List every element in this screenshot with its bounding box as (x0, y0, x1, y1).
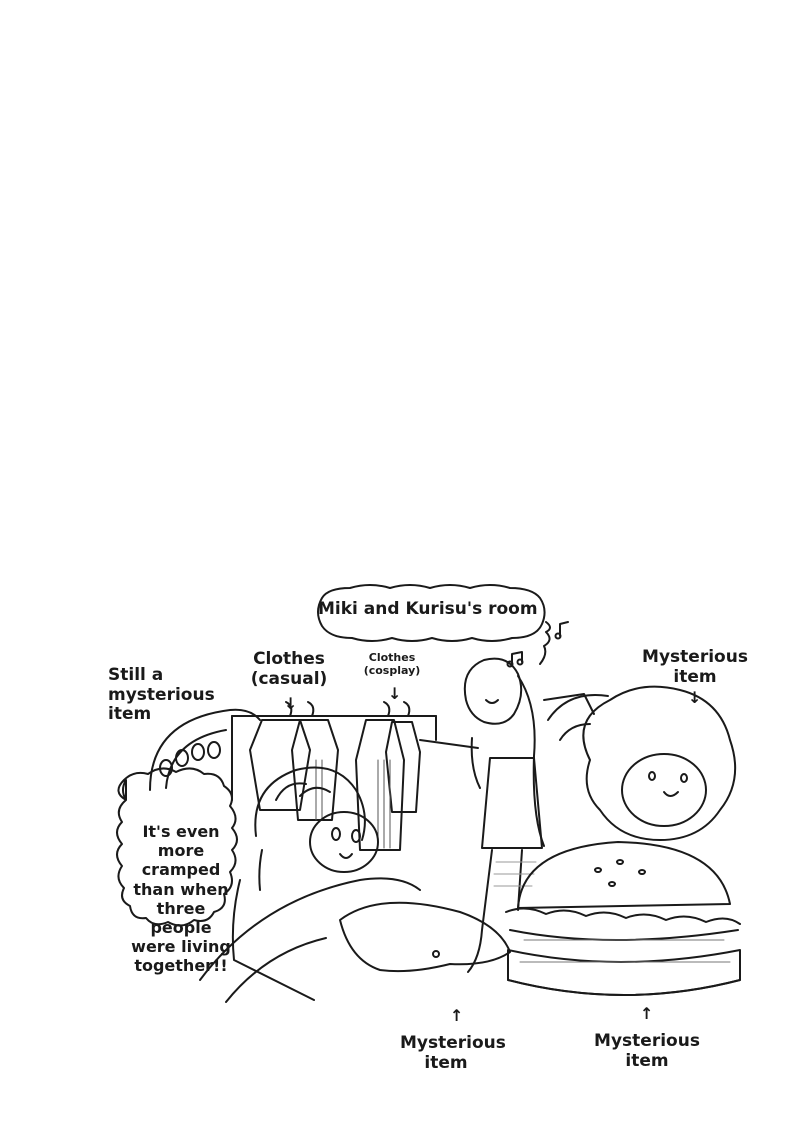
clothes-cosplay-line-1: Clothes (368, 651, 416, 664)
still-mysterious-item-label: Still a mysterious item (108, 665, 220, 725)
round-decoration (149, 708, 261, 791)
myst-bottom-1-line-2: item (424, 1052, 468, 1073)
hamburger-plushie (505, 841, 741, 996)
clothes-casual-line-2: (casual) (250, 668, 328, 689)
clothes-casual-line-1: Clothes (253, 649, 325, 669)
girl-standing (419, 657, 545, 973)
myst-right-line-1: Mysterious (642, 647, 748, 667)
cramped-bubble (116, 767, 238, 927)
arrow-down-icon: ↓ (388, 684, 402, 703)
cramped-speech-text: It's even more cramped than when three p… (131, 822, 231, 976)
clothes-cosplay-line-2: (cosplay) (363, 663, 421, 677)
myst-bottom-2-line-2: item (625, 1050, 669, 1071)
girl-sitting (231, 766, 379, 1001)
dolphin-plushie (199, 877, 511, 1003)
arrow-down-icon: ↓ (688, 688, 702, 707)
still-item-line-3: item (108, 704, 152, 725)
still-item-line-1: Still a (108, 665, 164, 685)
still-item-line-2: mysterious (108, 684, 215, 705)
arrow-up-icon: ↑ (640, 1004, 654, 1023)
arrow-up-icon: ↑ (450, 1006, 464, 1025)
lion-plushie (543, 685, 737, 841)
room-title: Miki and Kurisu's room (318, 599, 538, 619)
myst-bottom-2-line-1: Mysterious (594, 1031, 700, 1051)
arrow-down-icon: ↓ (284, 694, 298, 713)
myst-right-line-2: item (673, 666, 717, 687)
mysterious-item-label-bottom-left: Mysterious item (400, 1033, 506, 1073)
mysterious-item-label-bottom-right: Mysterious item (592, 1031, 702, 1071)
clothes-casual-label: Clothes (casual) (250, 649, 328, 689)
music-notes-icon (506, 621, 569, 668)
clothes-rack (231, 701, 437, 851)
mysterious-item-label-right: Mysterious item (640, 647, 750, 687)
clothes-cosplay-label: Clothes (cosplay) (358, 651, 426, 677)
room-title-bubble (317, 584, 546, 642)
myst-bottom-1-line-1: Mysterious (400, 1033, 506, 1053)
